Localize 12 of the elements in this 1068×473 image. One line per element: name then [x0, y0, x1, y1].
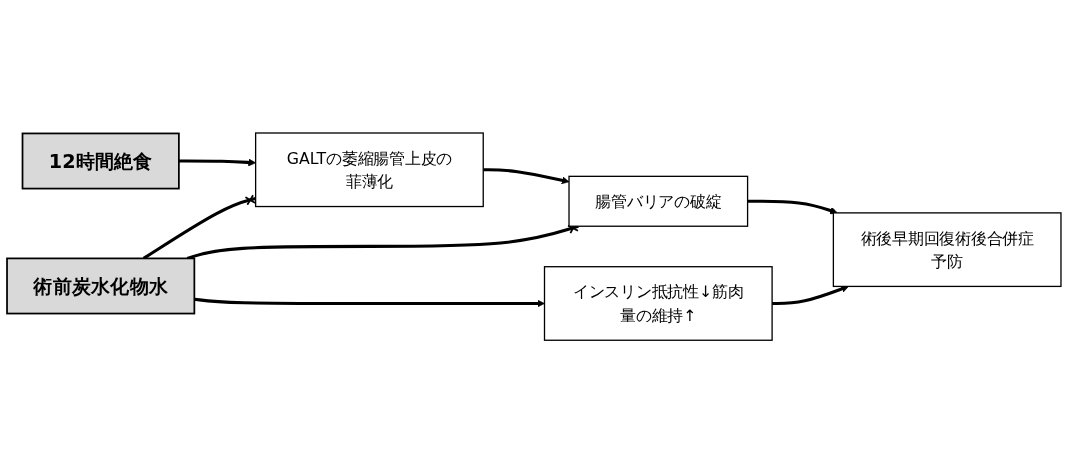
connector — [142, 194, 256, 260]
arrow — [483, 168, 570, 184]
node-box: 12時間絶食 — [21, 132, 180, 190]
node-box: 術前炭水化物水 — [6, 257, 196, 315]
node-box: 術後早期回復術後合併症予防 — [832, 212, 1062, 287]
node-box: 腸管バリアの破綻 — [568, 175, 749, 227]
arrow — [747, 199, 838, 215]
node-box: インスリン抵抗性↓筋肉量の維持↑ — [543, 265, 773, 341]
arrow — [194, 297, 545, 308]
node-box: GALTの萎縮腸管上皮の菲薄化 — [254, 132, 484, 208]
arrow — [178, 158, 256, 167]
arrow — [772, 285, 849, 305]
